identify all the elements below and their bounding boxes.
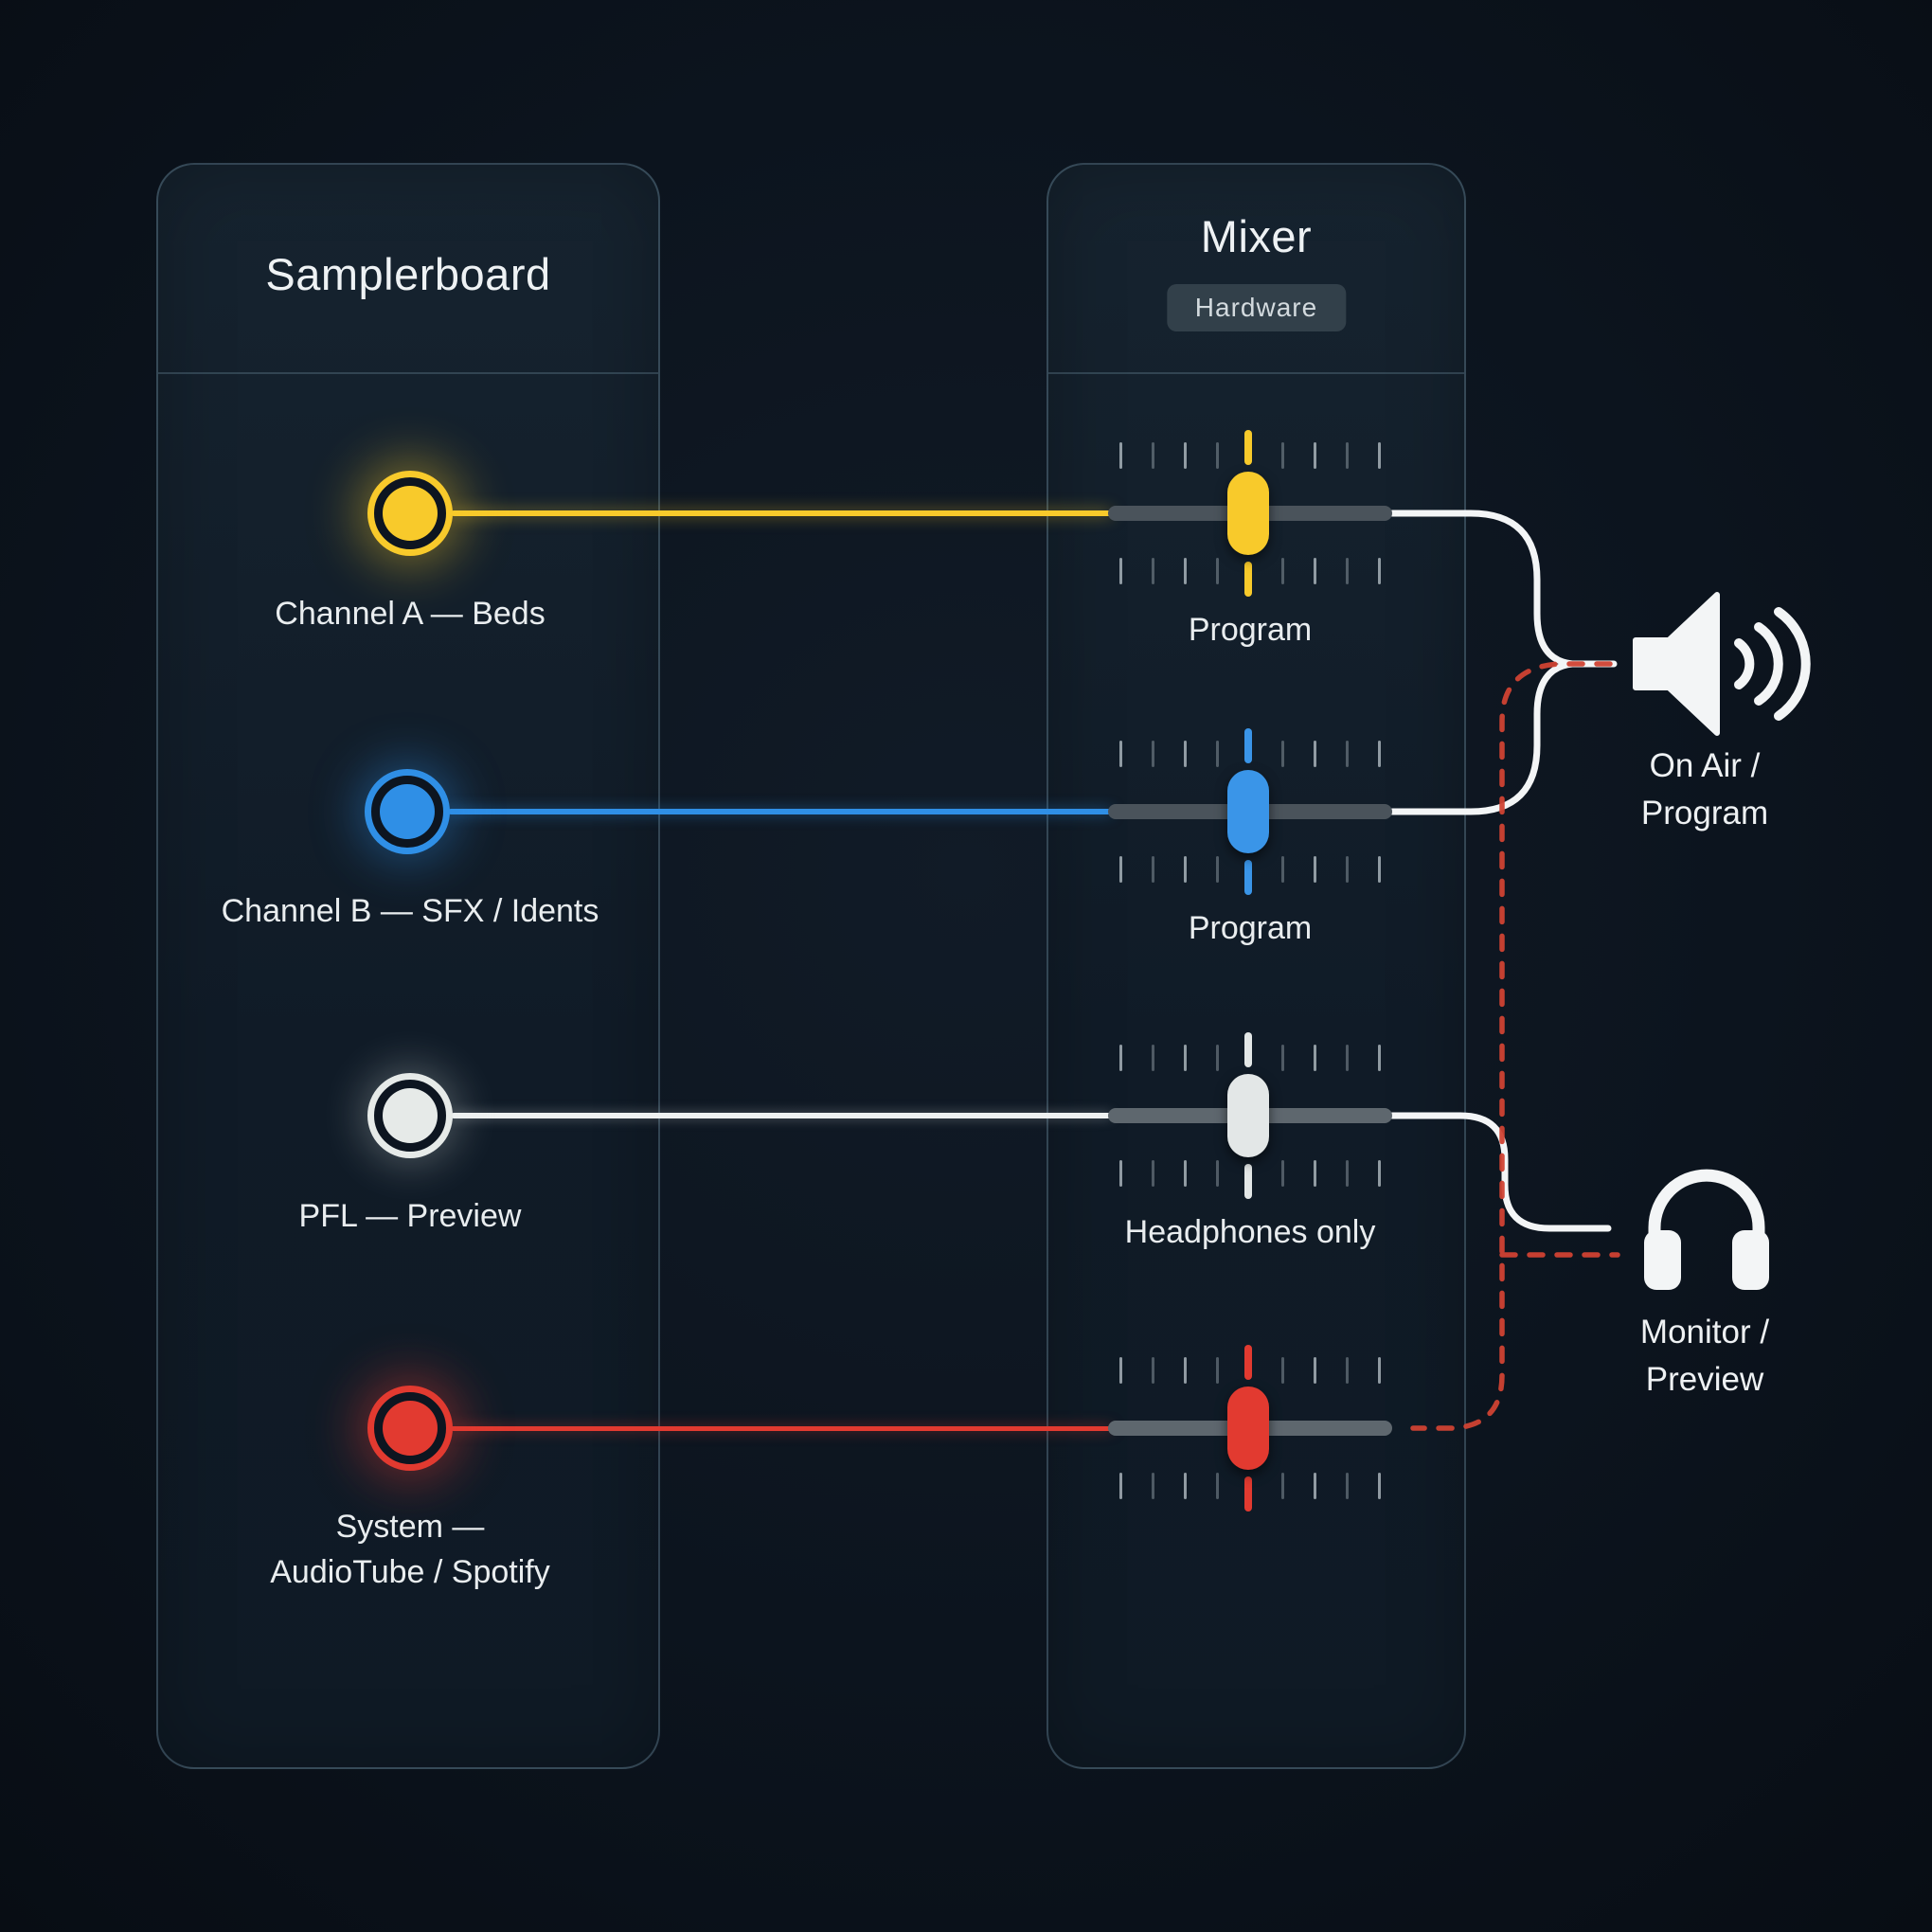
fader-b-knob (1227, 770, 1269, 853)
speaker-waves (1734, 607, 1811, 721)
fader-b-ticks-top (1119, 741, 1381, 767)
fader-b-centerline-bottom (1244, 860, 1252, 895)
monitor-label: Monitor / Preview (1544, 1309, 1866, 1404)
speaker-icon (1633, 592, 1811, 736)
samplerboard-panel: Samplerboard (156, 163, 660, 1769)
fader-channel-a: Program (1108, 419, 1392, 648)
system-wire (451, 1426, 1112, 1431)
fader-system-ticks-top (1119, 1357, 1381, 1384)
fader-a-ticks-bottom (1119, 558, 1381, 584)
pfl-node-core (383, 1088, 438, 1143)
fader-pfl-label: Headphones only (1124, 1214, 1376, 1250)
fader-channel-b: Program (1108, 717, 1392, 946)
channel-a-label: Channel A — Beds (275, 596, 546, 632)
system-label: System — AudioTube / Spotify (126, 1504, 694, 1595)
channel-b-node (365, 769, 450, 854)
system-node-core (383, 1401, 438, 1456)
speaker-wave-small (1734, 638, 1755, 689)
pfl-wire (451, 1113, 1112, 1118)
headphones-cup-left (1644, 1230, 1681, 1290)
headphones-band (1648, 1169, 1765, 1271)
samplerboard-header: Samplerboard (158, 165, 658, 374)
hardware-badge: Hardware (1166, 284, 1347, 331)
fader-a-knob (1227, 472, 1269, 555)
pfl-node (367, 1073, 453, 1158)
fader-pfl-centerline (1244, 1032, 1252, 1067)
fader-pfl-centerline-bottom (1244, 1164, 1252, 1199)
channel-b-wire (448, 809, 1112, 814)
fader-system-ticks-bottom (1119, 1473, 1381, 1499)
fader-a-ticks-top (1119, 442, 1381, 469)
mixer-header: Mixer Hardware (1048, 165, 1464, 374)
fader-system-centerline (1244, 1345, 1252, 1380)
mixer-panel: Mixer Hardware (1046, 163, 1466, 1769)
channel-a-node-core (383, 486, 438, 541)
channel-a-node (367, 471, 453, 556)
fader-b-label: Program (1188, 910, 1313, 946)
fader-a-label: Program (1188, 612, 1313, 648)
on-air-label-line1: On Air / (1649, 747, 1761, 784)
headphones-cup-right (1732, 1230, 1769, 1290)
fader-system-centerline-bottom (1244, 1476, 1252, 1512)
fader-system (1108, 1333, 1392, 1523)
channel-a-wire (451, 510, 1112, 516)
speaker-wave-large (1774, 607, 1811, 721)
fader-system-knob (1227, 1386, 1269, 1470)
fader-pfl-ticks-top (1119, 1045, 1381, 1071)
system-label-line2: AudioTube / Spotify (270, 1554, 550, 1590)
fader-pfl: Headphones only (1108, 1021, 1392, 1250)
fader-b-centerline (1244, 728, 1252, 763)
on-air-label: On Air / Program (1544, 742, 1866, 837)
channel-b-node-core (380, 784, 435, 839)
speaker-wave-medium (1754, 622, 1783, 706)
fader-b-ticks-bottom (1119, 856, 1381, 883)
system-node (367, 1386, 453, 1471)
fader-a-centerline-bottom (1244, 562, 1252, 597)
speaker-body (1633, 592, 1720, 736)
channel-b-label: Channel B — SFX / Idents (221, 893, 599, 929)
fader-pfl-knob (1227, 1074, 1269, 1157)
headphones-icon (1644, 1169, 1769, 1290)
mixer-title: Mixer (1200, 211, 1313, 261)
pfl-label: PFL — Preview (298, 1198, 522, 1234)
monitor-label-line2: Preview (1645, 1361, 1764, 1398)
samplerboard-title: Samplerboard (265, 249, 551, 299)
system-label-line1: System — (335, 1509, 485, 1545)
on-air-label-line2: Program (1640, 795, 1769, 832)
fader-pfl-ticks-bottom (1119, 1160, 1381, 1187)
monitor-label-line1: Monitor / (1639, 1314, 1770, 1351)
fader-a-centerline (1244, 430, 1252, 465)
